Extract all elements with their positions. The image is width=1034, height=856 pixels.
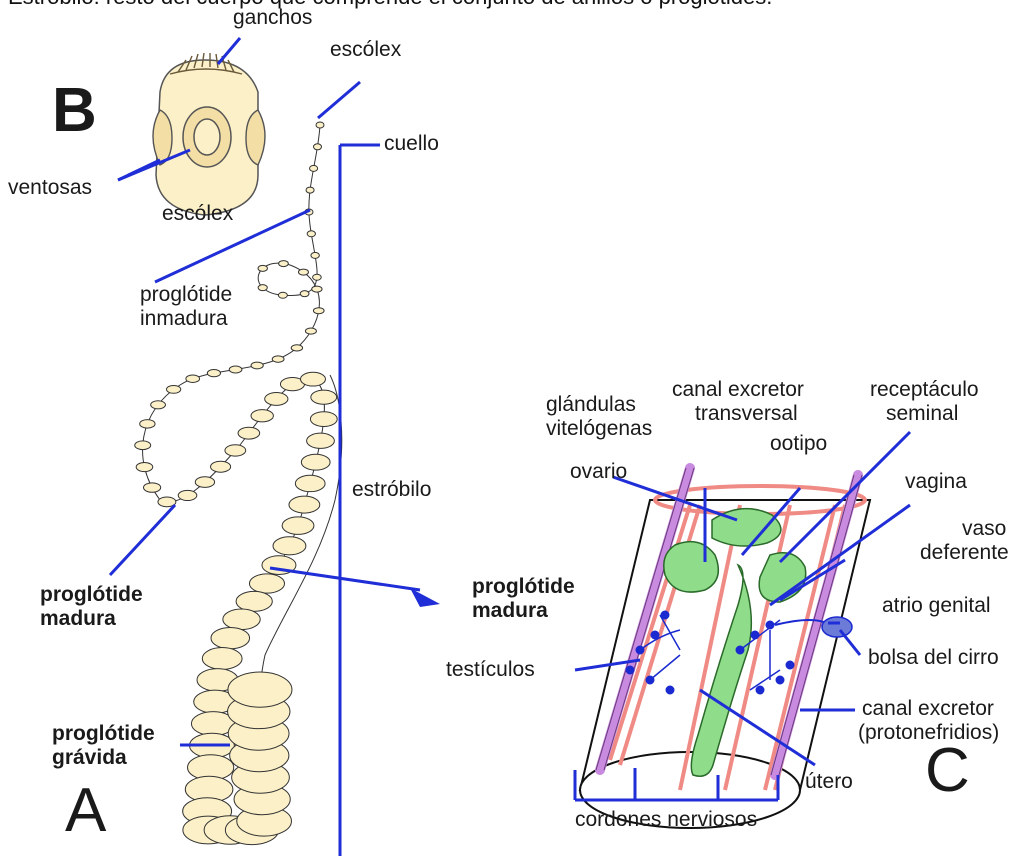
body-segment bbox=[251, 362, 263, 369]
body-segment bbox=[236, 591, 272, 611]
label-proglotide-madura-a-1: proglótide bbox=[40, 583, 143, 607]
body-segment bbox=[272, 356, 284, 362]
body-segment bbox=[289, 496, 320, 513]
label-testiculos: testículos bbox=[446, 658, 535, 682]
body-segment bbox=[265, 393, 288, 406]
body-segment bbox=[313, 308, 324, 314]
body-segment bbox=[298, 269, 308, 275]
body-segment bbox=[307, 433, 335, 448]
body-segment bbox=[311, 252, 319, 258]
body-segment bbox=[251, 410, 273, 422]
body-segment bbox=[279, 261, 289, 267]
label-proglotide-madura-c-2: madura bbox=[472, 599, 548, 623]
body-segment bbox=[223, 609, 260, 630]
body-segment bbox=[228, 672, 292, 707]
label-glandulas-1: glándulas bbox=[546, 393, 636, 417]
label-proglotide-inmadura-2: inmadura bbox=[140, 307, 228, 331]
body-segment bbox=[178, 490, 197, 500]
label-canal-excretor-1: canal excretor bbox=[862, 697, 994, 721]
body-segment bbox=[282, 517, 314, 535]
body-segment bbox=[249, 574, 284, 593]
label-proglotide-madura-c-1: proglótide bbox=[472, 575, 575, 599]
body-segment bbox=[306, 187, 314, 193]
label-glandulas-2: vitelógenas bbox=[546, 417, 652, 441]
body-segment bbox=[307, 231, 315, 237]
body-segment bbox=[295, 475, 325, 491]
arrow-head bbox=[410, 588, 440, 607]
body-segment bbox=[316, 122, 324, 128]
label-atrio-genital: atrio genital bbox=[882, 594, 991, 618]
body-segment bbox=[229, 366, 242, 373]
body-segment bbox=[238, 427, 260, 439]
label-ventosas: ventosas bbox=[8, 176, 92, 200]
label-proglotide-inmadura-1: proglótide bbox=[140, 283, 232, 307]
body-segment bbox=[207, 369, 220, 376]
body-segment bbox=[151, 401, 166, 409]
label-ganchos: ganchos bbox=[233, 6, 312, 30]
body-segment bbox=[311, 390, 337, 404]
label-proglotide-gravida-2: grávida bbox=[52, 746, 127, 770]
body-segment bbox=[202, 648, 242, 670]
label-vaso-2: deferente bbox=[920, 541, 1009, 565]
label-receptaculo-2: seminal bbox=[886, 402, 958, 426]
body-segment bbox=[186, 375, 200, 383]
body-segment bbox=[301, 372, 326, 386]
label-vaso-1: vaso bbox=[962, 517, 1006, 541]
body-segment bbox=[211, 628, 250, 649]
label-cordones: cordones nerviosos bbox=[575, 808, 757, 832]
label-ootipo: ootipo bbox=[770, 432, 827, 456]
body-segment bbox=[273, 537, 306, 555]
body-segment bbox=[305, 328, 316, 334]
body-segment bbox=[211, 461, 231, 472]
label-canal-excretor-2: (protonefridios) bbox=[858, 721, 999, 745]
body-segment bbox=[312, 286, 322, 292]
label-proglotide-gravida-1: proglótide bbox=[52, 722, 155, 746]
body-segment bbox=[313, 274, 322, 280]
body-segment bbox=[300, 291, 309, 297]
body-segment bbox=[225, 445, 246, 456]
label-escolex-b: escólex bbox=[162, 202, 233, 226]
body-segment bbox=[313, 144, 321, 150]
label-vagina: vagina bbox=[905, 470, 967, 494]
body-segment bbox=[140, 420, 155, 428]
label-cuello: cuello bbox=[384, 132, 439, 156]
label-proglotide-madura-a-2: madura bbox=[40, 607, 116, 631]
body-segment bbox=[167, 385, 181, 393]
body-segment bbox=[258, 285, 267, 291]
body-segment bbox=[301, 454, 330, 470]
label-utero: útero bbox=[805, 770, 853, 794]
body-segment bbox=[136, 462, 153, 471]
label-receptaculo-1: receptáculo bbox=[870, 378, 979, 402]
label-ovario: ovario bbox=[570, 460, 627, 484]
body-segment bbox=[258, 265, 267, 271]
body-segment bbox=[291, 345, 302, 351]
panel-label-a: A bbox=[65, 780, 106, 842]
body-segment bbox=[135, 441, 151, 450]
body-segment bbox=[143, 483, 160, 492]
scolex-illustration bbox=[153, 53, 265, 215]
body-segment bbox=[310, 412, 337, 427]
label-canal-transversal-2: transversal bbox=[695, 402, 798, 426]
label-bolsa-cirro: bolsa del cirro bbox=[868, 646, 999, 670]
body-segment bbox=[310, 165, 318, 171]
body-segment bbox=[278, 292, 287, 298]
label-escolex-top: escólex bbox=[330, 38, 401, 62]
panel-label-c: C bbox=[925, 740, 970, 802]
strobila-illustration bbox=[135, 122, 342, 845]
panel-label-b: B bbox=[52, 80, 97, 142]
label-canal-transversal-1: canal excretor bbox=[672, 378, 804, 402]
caption: Estróbilo: resto del cuerpo que comprend… bbox=[8, 0, 772, 10]
label-estrobilo: estróbilo bbox=[352, 478, 431, 502]
body-segment bbox=[195, 477, 214, 488]
